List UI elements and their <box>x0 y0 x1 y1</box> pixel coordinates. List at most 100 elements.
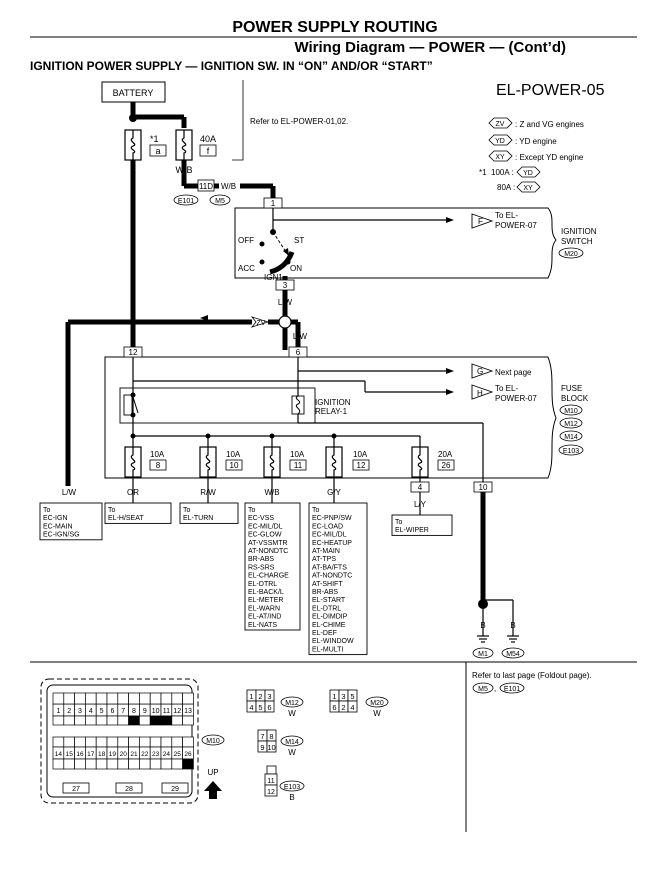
terminal-cavity-19 <box>106 758 119 770</box>
destination-3-line-4: AT-VSSMTR <box>248 540 288 547</box>
terminal-label-25: 25 <box>174 751 182 758</box>
destination-4-line-15: EL-DEF <box>312 630 337 637</box>
footer-m14-color: W <box>288 748 296 757</box>
conn-m12-pin-label-2: 2 <box>258 692 262 701</box>
wire-color-wb-fuse: W/B <box>264 488 279 497</box>
ignition-switch-label-2: SWITCH <box>561 237 593 246</box>
ground-m54-symbol <box>506 635 520 643</box>
footer-m10: M10 <box>206 738 220 745</box>
destination-4-line-3: EC-MIL/DL <box>312 532 347 539</box>
conn-m20-pin-label-4: 4 <box>350 703 354 712</box>
switch-pos-off: OFF <box>238 236 254 245</box>
terminal-28 <box>115 782 143 794</box>
legend-yd-tag: YD <box>495 138 505 145</box>
destination-4-line-14: EL-CHIME <box>312 622 346 629</box>
destination-2-line-1: EL-TURN <box>183 515 213 522</box>
fuse-block-pin-6: 6 <box>296 348 301 357</box>
fuse-10-num: 10 <box>230 461 239 470</box>
destination-2-line-0: To <box>183 507 191 514</box>
terminal-top-23 <box>149 736 162 748</box>
conn-m12-pin-label-4: 4 <box>249 703 253 712</box>
terminal-label-15: 15 <box>66 751 74 758</box>
fuse-block-pin-12: 12 <box>129 348 138 357</box>
legend-zv-text: : Z and VG engines <box>515 120 584 129</box>
terminal-label-12: 12 <box>173 708 181 715</box>
legend-zv-tag: ZV <box>496 121 505 128</box>
destination-box-2 <box>179 502 239 524</box>
terminal-cavity-5 <box>95 715 108 726</box>
terminal-cavity-7 <box>117 715 129 726</box>
ground-m1: M1 <box>478 651 488 658</box>
legend-xy-text: : Except YD engine <box>515 153 584 162</box>
fusible-f-letter: f <box>207 146 210 156</box>
fuse-10-amp: 10A <box>226 450 241 459</box>
fuse-12-num: 12 <box>357 461 366 470</box>
destination-4-line-13: EL-DIMDIP <box>312 614 348 621</box>
wire-color-b-1: B <box>480 500 485 509</box>
fuse-26: 20A 26 <box>411 446 455 478</box>
terminal-label-24: 24 <box>163 751 171 758</box>
fuse-block-label-2: BLOCK <box>561 394 589 403</box>
conn-m12-pin-label-6: 6 <box>267 703 271 712</box>
footer-m12-color: W <box>288 709 296 718</box>
footer-m20-color: W <box>373 709 381 718</box>
terminal-top-18 <box>95 736 108 748</box>
terminal-label-26: 26 <box>184 751 192 758</box>
terminal-label-5: 5 <box>100 708 104 715</box>
conn-m20-pin-label-6: 6 <box>332 703 336 712</box>
terminal-cavity-17 <box>85 758 97 770</box>
destination-4-line-11: EL-START <box>312 597 346 604</box>
destination-3-line-12: EL-WARN <box>248 605 280 612</box>
fuse-block-label: FUSE <box>561 384 582 393</box>
legend-note-100a: 100A : <box>491 168 514 177</box>
terminal-top-5 <box>95 692 108 705</box>
fuse-26-amp: 20A <box>438 450 453 459</box>
terminal-top-21 <box>128 736 140 748</box>
destination-3-line-7: RS-SRS <box>248 564 275 571</box>
fuse-12-amp: 10A <box>353 450 368 459</box>
wire-color-b-2: B <box>480 621 485 630</box>
destination-box-3 <box>244 502 301 631</box>
terminal-top-13 <box>182 692 194 705</box>
switch-pos-on: ON <box>290 264 302 273</box>
terminal-top-24 <box>160 736 173 748</box>
fuse-10: 10A 10 <box>199 446 243 478</box>
destination-3-line-9: EL-DTRL <box>248 581 277 588</box>
terminal-label-13: 13 <box>184 708 192 715</box>
destination-4-line-5: AT-MAIN <box>312 548 340 555</box>
destination-3-line-13: EL-AT/IND <box>248 614 281 621</box>
destination-0-line-3: EC-IGN/SG <box>43 532 80 539</box>
terminal-29 <box>161 782 189 794</box>
wire-color-lw-2: L/W <box>293 332 308 341</box>
wire-color-r-mid: R <box>130 332 136 341</box>
up-arrow-icon <box>204 781 222 799</box>
terminal-label-2: 2 <box>67 708 71 715</box>
terminal-label-14: 14 <box>55 751 63 758</box>
wire-color-ly: L/Y <box>414 500 427 509</box>
route-zv-label: ZV <box>257 320 266 327</box>
terminal-cavity-18 <box>95 758 108 770</box>
ground-m54: M54 <box>506 651 520 658</box>
conn-m20-pin-label-3: 3 <box>341 692 345 701</box>
page-subtitle: Wiring Diagram — POWER — (Cont’d) <box>294 39 566 56</box>
to-el-power-07-h1: To EL- <box>495 384 518 393</box>
terminal-cavity-4 <box>85 715 97 726</box>
destination-3-line-11: EL-METER <box>248 597 283 604</box>
terminal-top-1 <box>52 692 65 705</box>
conn-m20-pin-4 <box>347 700 358 713</box>
destination-4-line-10: BR-ABS <box>312 589 338 596</box>
refer-note-top: Refer to EL-POWER-01,02. <box>250 117 348 126</box>
connector-ref-h: H <box>477 389 483 398</box>
up-label: UP <box>207 768 218 777</box>
fusible-link-f <box>175 129 193 161</box>
destination-4-line-6: AT-TPS <box>312 556 336 563</box>
ground-m1-symbol <box>476 635 490 643</box>
footer-e103-color: B <box>289 793 294 802</box>
ignition-relay-label-2: RELAY-1 <box>315 407 348 416</box>
terminal-label-23: 23 <box>152 751 160 758</box>
terminal-top-4 <box>85 692 97 705</box>
terminal-cavity-16 <box>74 758 86 770</box>
